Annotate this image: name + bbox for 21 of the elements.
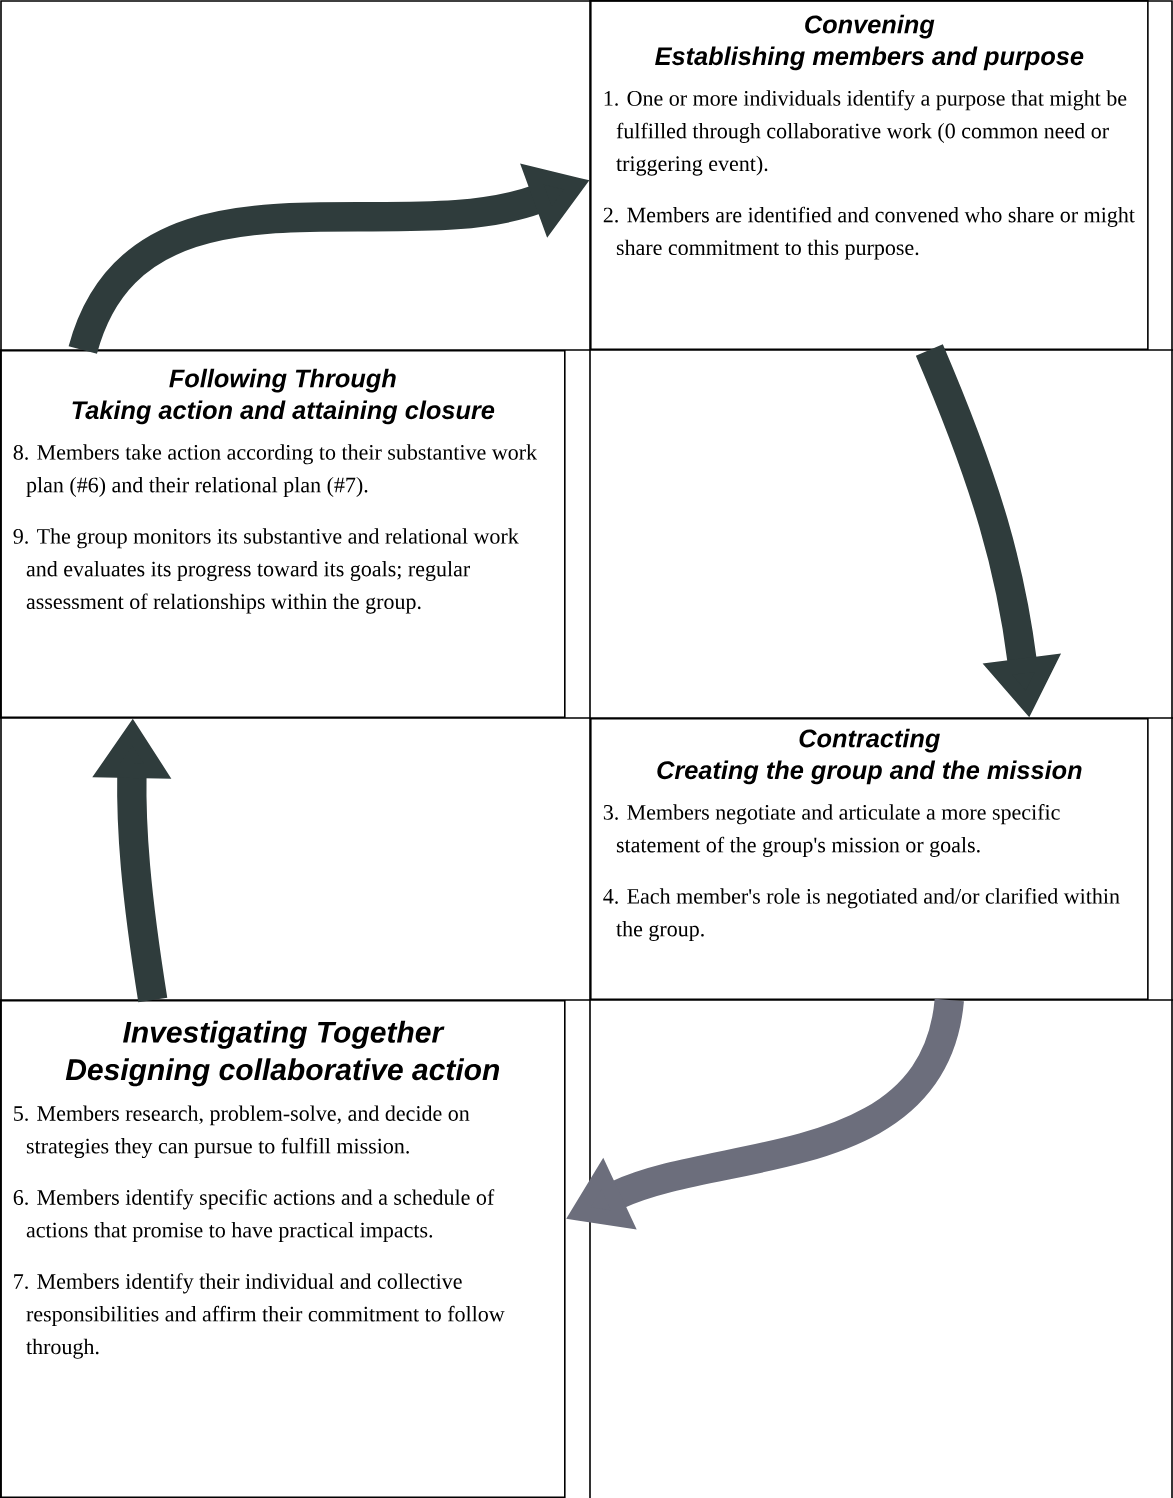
step-text: 1. One or more individuals identify a purpose that might be fulfilled through collaborative work (0 common need or triggering event). <box>604 90 1127 176</box>
step-text: 7. Members identify their individual and collective responsibilities and affirm their commitment to follow through. <box>14 1273 505 1359</box>
stage-cell <box>590 0 1149 350</box>
step-text: 8. Members take action according to their substantive work plan (#6) and their relational plan (#7). <box>13 444 538 497</box>
stage-heading: Establishing members and purpose <box>655 46 1084 71</box>
stage-heading: Creating the group and the mission <box>657 760 1082 785</box>
stage-heading: Convening <box>805 14 935 39</box>
step-text: 9. The group monitors its substantive and relational work and evaluates its progress toward its goals; regular assessment of relationships within the group. <box>13 528 519 614</box>
step-text: 3. Members negotiate and articulate a more specific statement of the group's mission or goals. <box>603 804 1060 857</box>
stage-heading: Investigating Together <box>123 1020 445 1049</box>
stage-heading: Taking action and attaining closure <box>72 400 495 425</box>
stage-heading: Designing collaborative action <box>65 1058 500 1087</box>
step-text: 6. Members identify specific actions and a schedule of actions that promise to have practical impacts. <box>13 1189 495 1243</box>
stage-cell <box>0 1000 566 1498</box>
step-text: 4. Each member's role is negotiated and/or clarified within the group. <box>603 888 1120 941</box>
step-text: 2. Members are identified and convened who share or might share commitment to this purpose. <box>603 206 1135 260</box>
step-text: 5. Members research, problem-solve, and decide on strategies they can pursue to fulfill mission. <box>14 1105 470 1159</box>
stage-cell <box>0 350 566 718</box>
stage-heading: Contracting <box>799 728 940 753</box>
stage-cell <box>590 718 1149 1000</box>
stage-heading: Following Through <box>169 368 396 393</box>
